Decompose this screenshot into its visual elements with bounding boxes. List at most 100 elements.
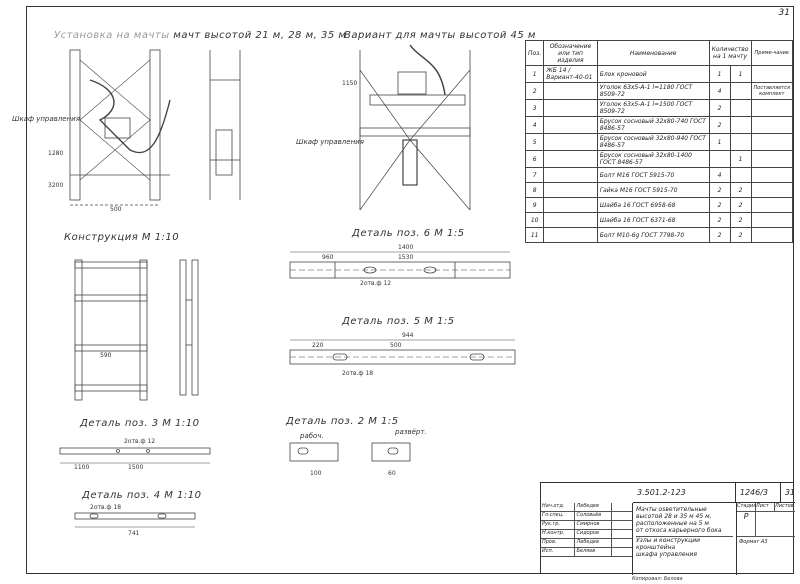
spec-cell-note — [750, 133, 793, 151]
spec-cell-note — [750, 227, 793, 243]
spec-cell-code — [543, 133, 598, 151]
doc-code: 3.501.2-123 — [633, 483, 736, 502]
spec-header-row: Поз. Обозначение или тип изделия Наимено… — [524, 40, 793, 66]
dim-1280: 1280 — [48, 150, 64, 157]
spec-cell-code: ЖБ 14 / Вариант-40-01 — [543, 65, 598, 83]
spec-cell-q2: 2 — [729, 197, 752, 213]
detail5-title: Деталь поз. 5 М 1:5 — [342, 316, 455, 327]
dim-60: 60 — [388, 470, 396, 477]
spec-cell-q1: 2 — [708, 182, 731, 198]
detail2-title: Деталь поз. 2 М 1:5 — [286, 416, 399, 427]
spec-cell-code — [543, 197, 598, 213]
signature-role: Н.контр. — [541, 530, 576, 538]
signature-sign — [612, 503, 632, 511]
spec-cell-note — [750, 150, 793, 168]
spec-cell-code — [543, 116, 598, 134]
spec-cell-name: Болт М16 ГОСТ 5915-70 — [596, 167, 710, 183]
dim-1500: 1500 — [128, 464, 144, 471]
spec-cell-note — [750, 167, 793, 183]
doc-sheet: 31 — [784, 488, 795, 497]
spec-cell-name: Болт М10-6g ГОСТ 7798-70 — [596, 227, 710, 243]
spec-cell-q1: 1 — [708, 65, 731, 83]
spec-cell-name: Шайба 16 ГОСТ 6371-68 — [596, 212, 710, 228]
signature-sign — [612, 512, 632, 520]
spec-cell-q1: 2 — [708, 99, 731, 117]
cable-bundle — [89, 79, 171, 154]
spec-cell-q1: 2 — [708, 116, 731, 134]
title-code-row: 3.501.2-123 1246/3 31 — [633, 483, 795, 503]
signature-row: Н.контр.Сидоров — [541, 530, 632, 539]
spec-cell-name: Уголок 63х5-А-1 l=1180 ГОСТ 8509-72 — [596, 82, 710, 100]
spec-cell-note — [750, 116, 793, 134]
copied-by: Копировал: Белова — [632, 576, 683, 582]
spec-cell-pos: 1 — [524, 65, 545, 83]
dim-741: 741 — [128, 530, 140, 537]
specification-table: Поз. Обозначение или тип изделия Наимено… — [524, 40, 793, 243]
mast-leg-left — [69, 49, 81, 201]
signature-role: Исп. — [541, 548, 576, 556]
spec-cell-code — [543, 182, 598, 198]
signature-row: Рук.гр.Смирнов — [541, 521, 632, 530]
spec-cell-code — [543, 82, 598, 100]
spec-cell-pos: 9 — [524, 197, 545, 213]
spec-cell-q2: 1 — [729, 150, 752, 168]
spec-cell-q1: 2 — [708, 212, 731, 228]
signature-role: Рук.гр. — [541, 521, 576, 529]
construction-view-title: Конструкция М 1:10 — [64, 232, 180, 243]
spec-cell-q1: 4 — [708, 82, 731, 100]
dim-hole-d4: 2отв.ф 18 — [90, 504, 122, 511]
spec-cell-name: Брусок сосновый 32х80-940 ГОСТ 8486-57 — [596, 133, 710, 151]
spec-cell-q2: 2 — [729, 182, 752, 198]
variant-cabinet — [397, 71, 427, 95]
dim-100: 100 — [310, 470, 322, 477]
detail6-title: Деталь поз. 6 М 1:5 — [352, 228, 465, 239]
spec-cell-q1: 2 — [708, 197, 731, 213]
spec-cell-note — [750, 65, 793, 83]
bracket-box — [104, 117, 131, 139]
spec-cell-q2: 2 — [729, 227, 752, 243]
dim-1100: 1100 — [74, 464, 90, 471]
spec-cell-q1 — [708, 150, 731, 168]
doc-sheet-ref: 1246/3 — [736, 483, 781, 502]
spec-cell-q1: 1 — [708, 133, 731, 151]
signature-person: Беляев — [575, 548, 612, 556]
sheet-corner-number: 31 — [778, 8, 790, 18]
spec-cell-note — [750, 197, 793, 213]
drawing-frame — [26, 6, 794, 574]
signature-row: Нач.отд.Лебедев — [541, 503, 632, 512]
stage-info: Стадия Лист Листов Р Формат А3 — [737, 503, 795, 545]
title-name: Мачты osветительные высотой 28 и 35 м 45… — [633, 503, 737, 575]
dim-hole-d6: 2отв.ф 12 — [360, 280, 392, 287]
spec-cell-pos: 2 — [524, 82, 545, 100]
cabinet-side — [215, 129, 233, 176]
spec-cell-q2 — [729, 133, 752, 151]
signature-sign — [612, 521, 632, 529]
spec-cell-name: Блок кроновой — [596, 65, 710, 83]
spec-cell-code — [543, 99, 598, 117]
detail4-bar — [74, 512, 196, 520]
signature-sign — [612, 539, 632, 547]
dim-hole-d3: 2отв.ф 12 — [124, 438, 156, 445]
spec-cell-code — [543, 167, 598, 183]
spec-cell-q1: 4 — [708, 167, 731, 183]
cabinet-label-variant: Шкаф управления — [296, 138, 364, 146]
signature-person: Сидоров — [575, 530, 612, 538]
signature-person: Лебедев — [575, 539, 612, 547]
dim-hole-d5: 2отв.ф 18 — [342, 370, 374, 377]
spec-cell-pos: 6 — [524, 150, 545, 168]
signature-role: Пров. — [541, 539, 576, 547]
cabinet-label-main: Шкаф управления — [12, 115, 80, 123]
mast-leg-right — [149, 49, 161, 201]
signature-person: Соловьёв — [575, 512, 612, 520]
